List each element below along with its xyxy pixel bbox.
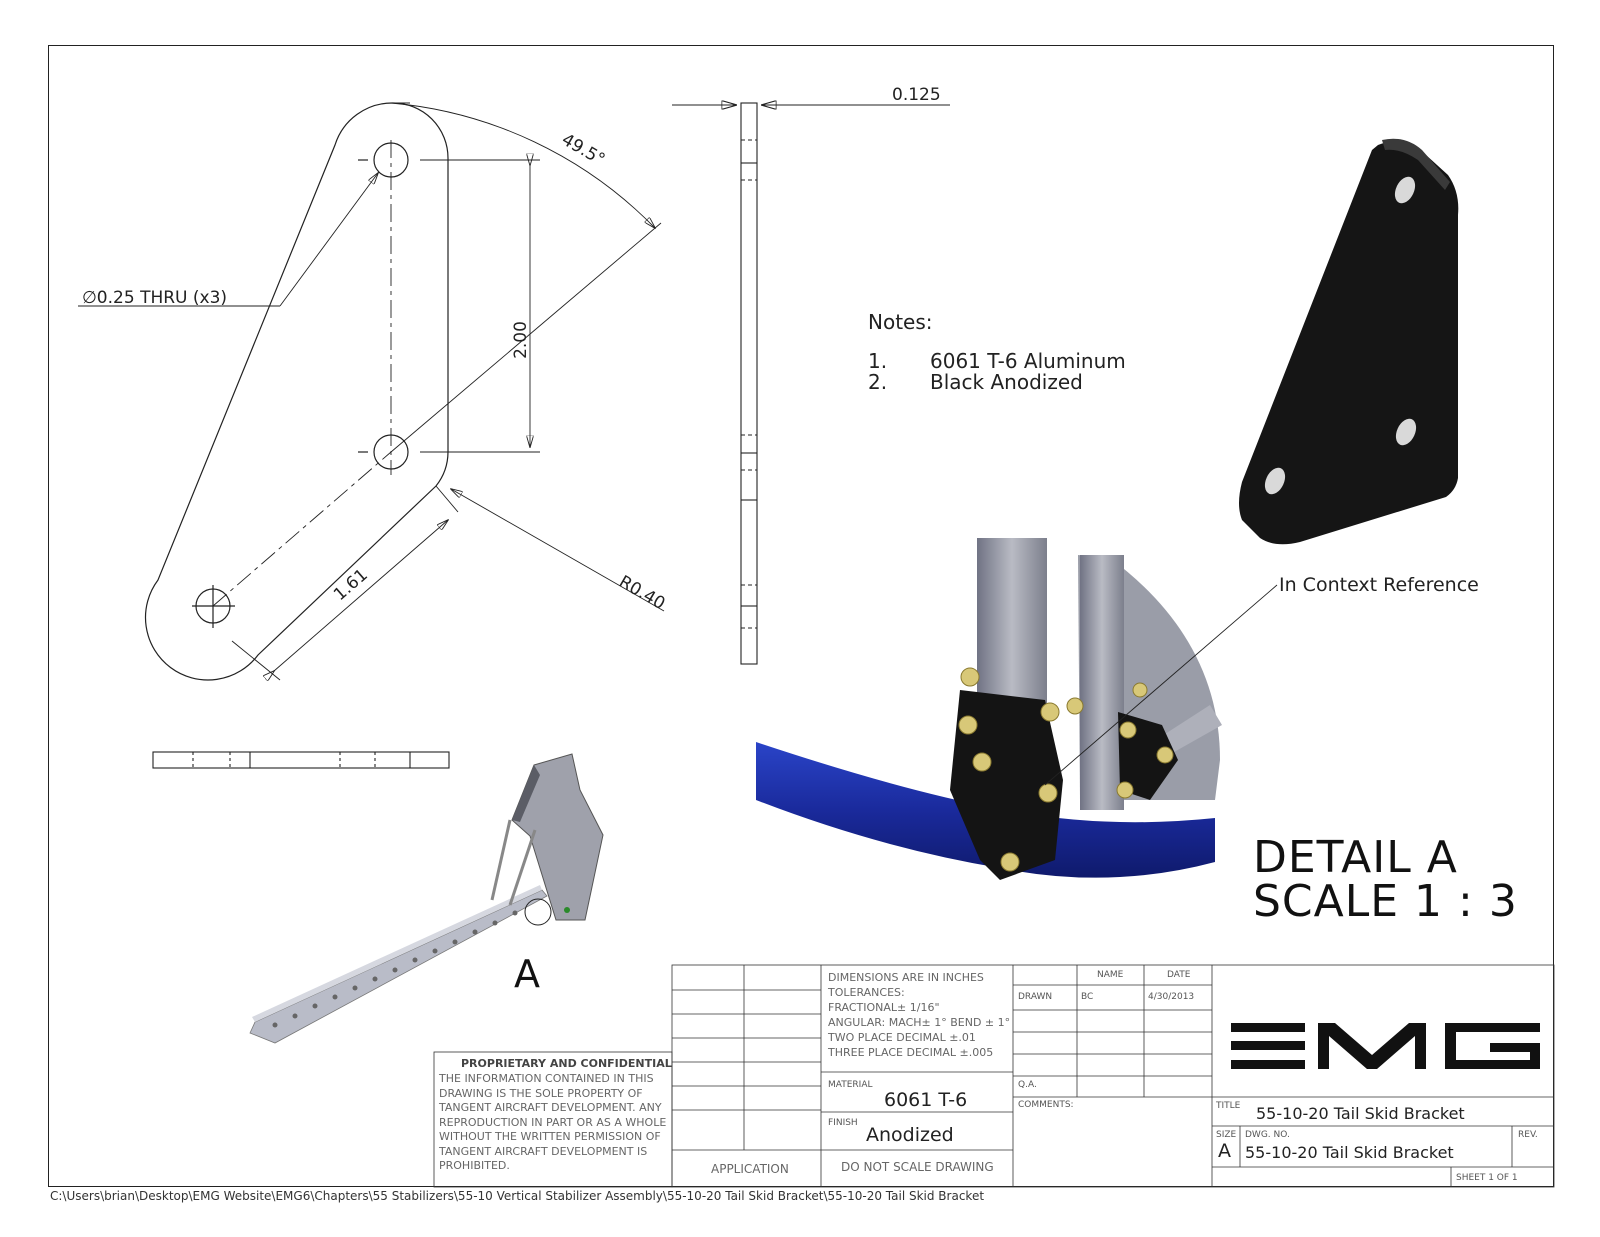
emg-logo [1231,1023,1540,1069]
hole-callout: ∅0.25 THRU (x3) [82,288,228,308]
comments-label: COMMENTS: [1018,1100,1074,1110]
material-value: 6061 T-6 [884,1089,968,1111]
detail-a-render [756,538,1278,880]
application-label: APPLICATION [711,1162,789,1176]
note-item: 1.6061 T-6 Aluminum [868,349,1126,373]
drawing-sheet-border [48,45,1554,1187]
finish-label: FINISH [828,1118,858,1128]
title-block-grid [433,964,1555,1188]
bracket-side-view [672,103,950,665]
detail-a-title: DETAIL A SCALE 1 : 3 [1253,832,1518,927]
drawn-label: DRAWN [1018,992,1053,1002]
sheet-label: SHEET 1 OF 1 [1456,1173,1518,1183]
qa-label: Q.A. [1018,1080,1037,1090]
do-not-scale: DO NOT SCALE DRAWING [841,1160,994,1174]
notes-section: Notes: 1.6061 T-6 Aluminum 2.Black Anodi… [868,312,1126,393]
notes-title: Notes: [868,310,933,334]
title-label: TITLE [1216,1101,1241,1111]
bracket-edge-view [152,751,450,769]
in-context-label: In Context Reference [1279,574,1479,596]
detail-view-label: A [514,952,540,996]
proprietary-text: THE INFORMATION CONTAINED IN THIS DRAWIN… [439,1072,667,1172]
bracket-front-view [144,102,449,681]
title-value: 55-10-20 Tail Skid Bracket [1256,1104,1465,1123]
size-value: A [1218,1140,1231,1162]
dwg-value: 55-10-20 Tail Skid Bracket [1245,1143,1454,1162]
tolerances-block: DIMENSIONS ARE IN INCHES TOLERANCES: FRA… [828,971,1011,1059]
size-label: SIZE [1216,1130,1237,1140]
name-header: NAME [1097,970,1124,980]
material-label: MATERIAL [828,1080,873,1090]
dimension-lines [78,102,665,680]
rev-label: REV. [1518,1130,1538,1140]
drawn-date: 4/30/2013 [1148,992,1195,1002]
drawn-name: BC [1081,992,1094,1002]
proprietary-title: PROPRIETARY AND CONFIDENTIAL [461,1057,672,1070]
file-path: C:\Users\brian\Desktop\EMG Website\EMG6\… [50,1189,985,1203]
dwg-label: DWG. NO. [1245,1130,1290,1140]
bracket-isometric-render [1239,138,1459,545]
finish-value: Anodized [866,1124,954,1146]
note-item: 2.Black Anodized [868,370,1083,394]
date-header: DATE [1167,970,1191,980]
vertical-dimension: 2.00 [510,321,531,359]
assembly-thumbnail [249,753,604,1044]
thickness-dimension: 0.125 [892,85,941,105]
